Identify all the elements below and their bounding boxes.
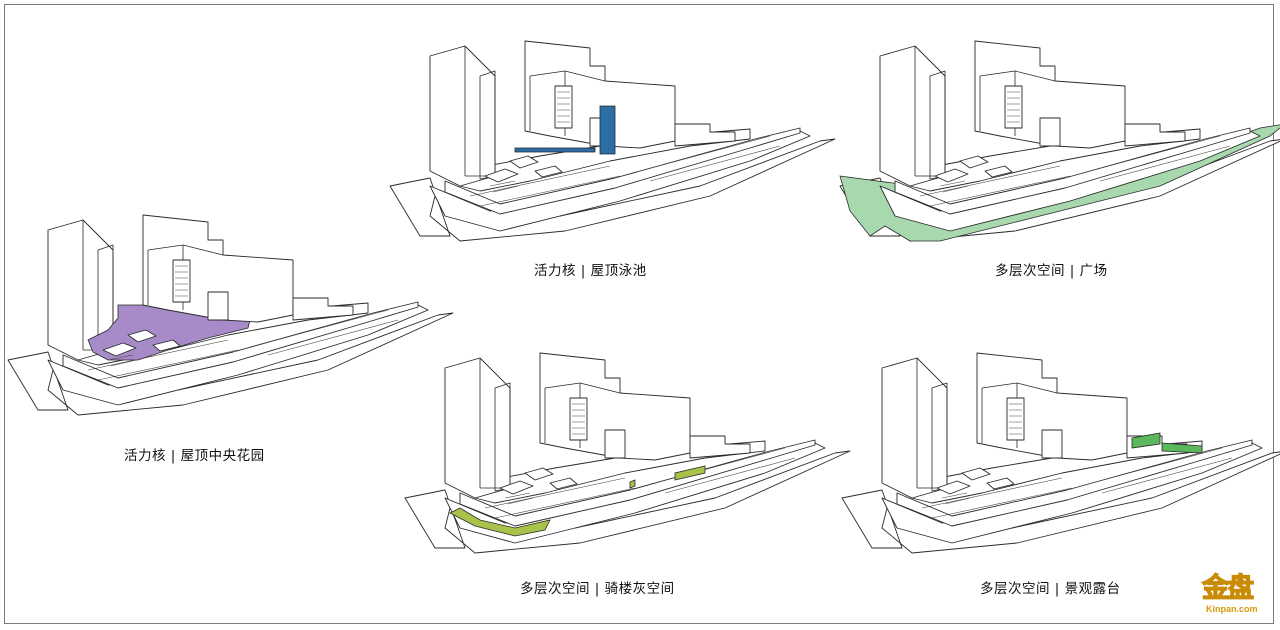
highlight-arcade <box>449 507 551 537</box>
panel-landscape-terrace <box>841 348 1280 563</box>
highlight-pool <box>514 105 616 155</box>
axonometric-arcade <box>404 352 851 554</box>
panel-rooftop-pool <box>389 36 836 251</box>
panel-arcade-grey-space <box>404 348 851 563</box>
axonometric-plaza <box>839 40 1280 242</box>
highlight-arcade <box>674 465 706 481</box>
axonometric-pool <box>389 40 836 242</box>
highlight-arcade <box>629 479 636 489</box>
highlight-terrace <box>1131 432 1203 454</box>
panel-plaza <box>839 36 1280 251</box>
caption-landscape-terrace: 多层次空间 | 景观露台 <box>980 581 1121 597</box>
logo-mark: 金盘 <box>1201 573 1254 604</box>
panel-central-roof-garden <box>7 210 454 425</box>
caption-arcade-grey-space: 多层次空间 | 骑楼灰空间 <box>520 581 675 597</box>
caption-plaza: 多层次空间 | 广场 <box>995 263 1108 279</box>
caption-central-roof-garden: 活力核 | 屋顶中央花园 <box>124 448 265 464</box>
axonometric-garden <box>7 214 454 416</box>
axonometric-terrace <box>841 352 1280 554</box>
caption-rooftop-pool: 活力核 | 屋顶泳池 <box>534 263 647 279</box>
kinpan-logo: 金盘 Kinpan.com <box>1201 573 1272 620</box>
logo-url: Kinpan.com <box>1206 604 1258 614</box>
